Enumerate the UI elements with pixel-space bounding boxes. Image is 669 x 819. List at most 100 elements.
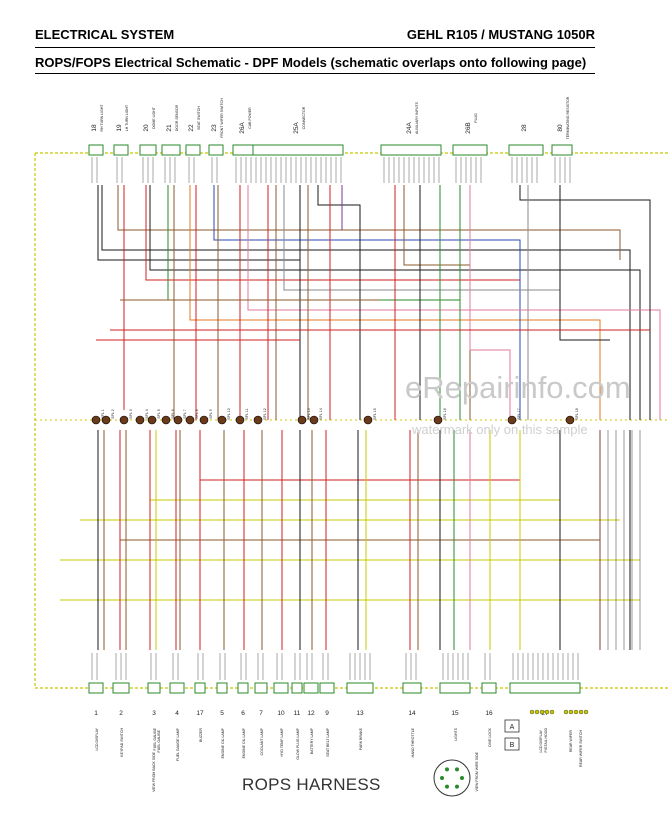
top-connector-label: DOOR SENSOR <box>175 104 179 131</box>
splice-node <box>185 415 195 425</box>
bottom-connector-number: 2 <box>119 710 123 717</box>
splice-node <box>199 415 209 425</box>
lower-terminal <box>544 709 550 715</box>
splice-node <box>101 415 111 425</box>
bottom-connector-number: 12 <box>307 710 315 717</box>
rear-wiper-label: REAR WIPER <box>569 730 573 753</box>
bottom-connector-label: COOLANT LAMP <box>260 727 264 755</box>
splice-node <box>147 415 157 425</box>
top-connector-label: DOME LIGHT <box>152 106 156 129</box>
top-connector-22 <box>185 144 201 156</box>
header-left-title: ELECTRICAL SYSTEM <box>35 27 175 42</box>
splice-label: SPL 13 <box>307 408 311 419</box>
top-connector-number: 80 <box>557 124 564 132</box>
top-connector-number: 25A <box>293 122 300 134</box>
splice-node <box>119 415 129 425</box>
wire-2 <box>101 185 631 420</box>
bottom-connector-12 <box>303 682 319 694</box>
lower-terminal <box>539 709 545 715</box>
watermark-sub: watermark only on this sample <box>412 422 588 437</box>
splice-label: SPL 4 <box>145 409 149 418</box>
splice-label: SPL 11 <box>245 408 249 419</box>
bottom-connector-number: 1 <box>94 710 98 717</box>
bottom-connector-number: 17 <box>196 710 204 717</box>
splice-node <box>297 415 307 425</box>
bottom-connector-label: GLOW PLUG LAMP <box>296 727 300 759</box>
bottom-connector-number: 5 <box>220 710 224 717</box>
bottom-connector-label: PIGTAIL HOOD <box>544 728 548 753</box>
bottom-connector-number: 13 <box>356 710 364 717</box>
top-connector-number: 20 <box>143 124 150 132</box>
bottom-connector-number: 10 <box>277 710 285 717</box>
bottom-connector-number: 4 <box>175 710 179 717</box>
splice-label: SPL 2 <box>111 409 115 418</box>
bottom-connector-label: FUEL GAUGE LAMP <box>176 727 180 761</box>
top-connector-number: 23 <box>211 124 218 132</box>
view-back-label: VIEW FROM BACK SIDE <box>152 751 156 792</box>
bottom-connector-label: BUZZER <box>199 728 203 742</box>
top-connector-label: AUXILIARY INPUTS <box>415 101 419 134</box>
splice-label: SPL 8 <box>195 409 199 418</box>
splice-label: SPL 3 <box>129 409 133 418</box>
splice-node <box>363 415 373 425</box>
round-connector <box>433 759 471 797</box>
wire-1 <box>97 185 301 300</box>
bottom-connector-label: SEAT BELT LAMP <box>326 727 330 756</box>
header-right-title: GEHL R105 / MUSTANG 1050R <box>406 27 595 42</box>
rear-wiper-switch-label: REAR WIPER SWITCH <box>579 730 583 767</box>
splice-node <box>235 415 245 425</box>
wire-29 <box>519 185 651 420</box>
bottom-connector-number: 3 <box>152 710 156 717</box>
bottom-connector-label: ENGINE OIL LAMP <box>242 727 246 758</box>
bottom-connector-label: BATTERY LAMP <box>310 727 314 754</box>
splice-label: SPL 1 <box>101 409 105 418</box>
round-connector-pin <box>460 776 464 780</box>
wire-17 <box>283 185 560 291</box>
bottom-connector-number: 27 <box>541 710 549 717</box>
lower-terminal <box>573 709 579 715</box>
lower-terminal <box>563 709 569 715</box>
bottom-connector-16 <box>481 682 497 694</box>
top-connector-number: 19 <box>116 124 123 132</box>
top-connector-label: CONNECTOR <box>302 106 306 129</box>
top-connector-25A <box>252 144 344 156</box>
b-box <box>504 737 520 751</box>
top-connector-number: 26B <box>465 122 472 134</box>
top-connector-19 <box>113 144 129 156</box>
top-connector-label: PLUG <box>474 113 478 123</box>
round-connector-pin <box>455 784 459 789</box>
wire-20 <box>317 185 361 420</box>
top-connector-26A <box>232 144 256 156</box>
wire-14 <box>247 185 661 420</box>
splice-label: SPL 18 <box>575 408 579 419</box>
top-connector-20 <box>139 144 157 156</box>
bottom-connector-9 <box>319 682 335 694</box>
splice-node <box>91 415 101 425</box>
splice-node <box>565 415 575 425</box>
top-connector-28 <box>508 144 544 156</box>
splice-label: SPL 16 <box>443 408 447 419</box>
bottom-connector-14 <box>402 682 422 694</box>
top-connector-label: FRONT WIPER SWITCH <box>220 98 224 138</box>
lower-terminal <box>583 709 589 715</box>
round-connector-pin <box>440 776 444 780</box>
bottom-connector-label: LIGHTS <box>454 727 458 740</box>
splice-node <box>433 415 443 425</box>
bottom-connector-number: 11 <box>294 710 301 717</box>
bottom-connector-label: PARK BRAKE <box>359 727 363 750</box>
top-connector-23 <box>208 144 224 156</box>
top-connector-label: SEAT SWITCH <box>197 106 201 130</box>
wire-3 <box>117 185 621 260</box>
top-connector-24A <box>380 144 442 156</box>
view-wire-label: VIEW FROM WIRE SIDE <box>475 751 479 791</box>
bottom-connector-5 <box>216 682 228 694</box>
top-connector-label: TERMINATING RESISTOR <box>566 96 570 139</box>
bottom-connector-11 <box>291 682 303 694</box>
splice-node <box>173 415 183 425</box>
top-connector-18 <box>88 144 104 156</box>
bottom-connector-1 <box>88 682 104 694</box>
splice-node <box>309 415 319 425</box>
bottom-connector-13 <box>346 682 374 694</box>
splice-label: SPL 15 <box>373 408 377 419</box>
